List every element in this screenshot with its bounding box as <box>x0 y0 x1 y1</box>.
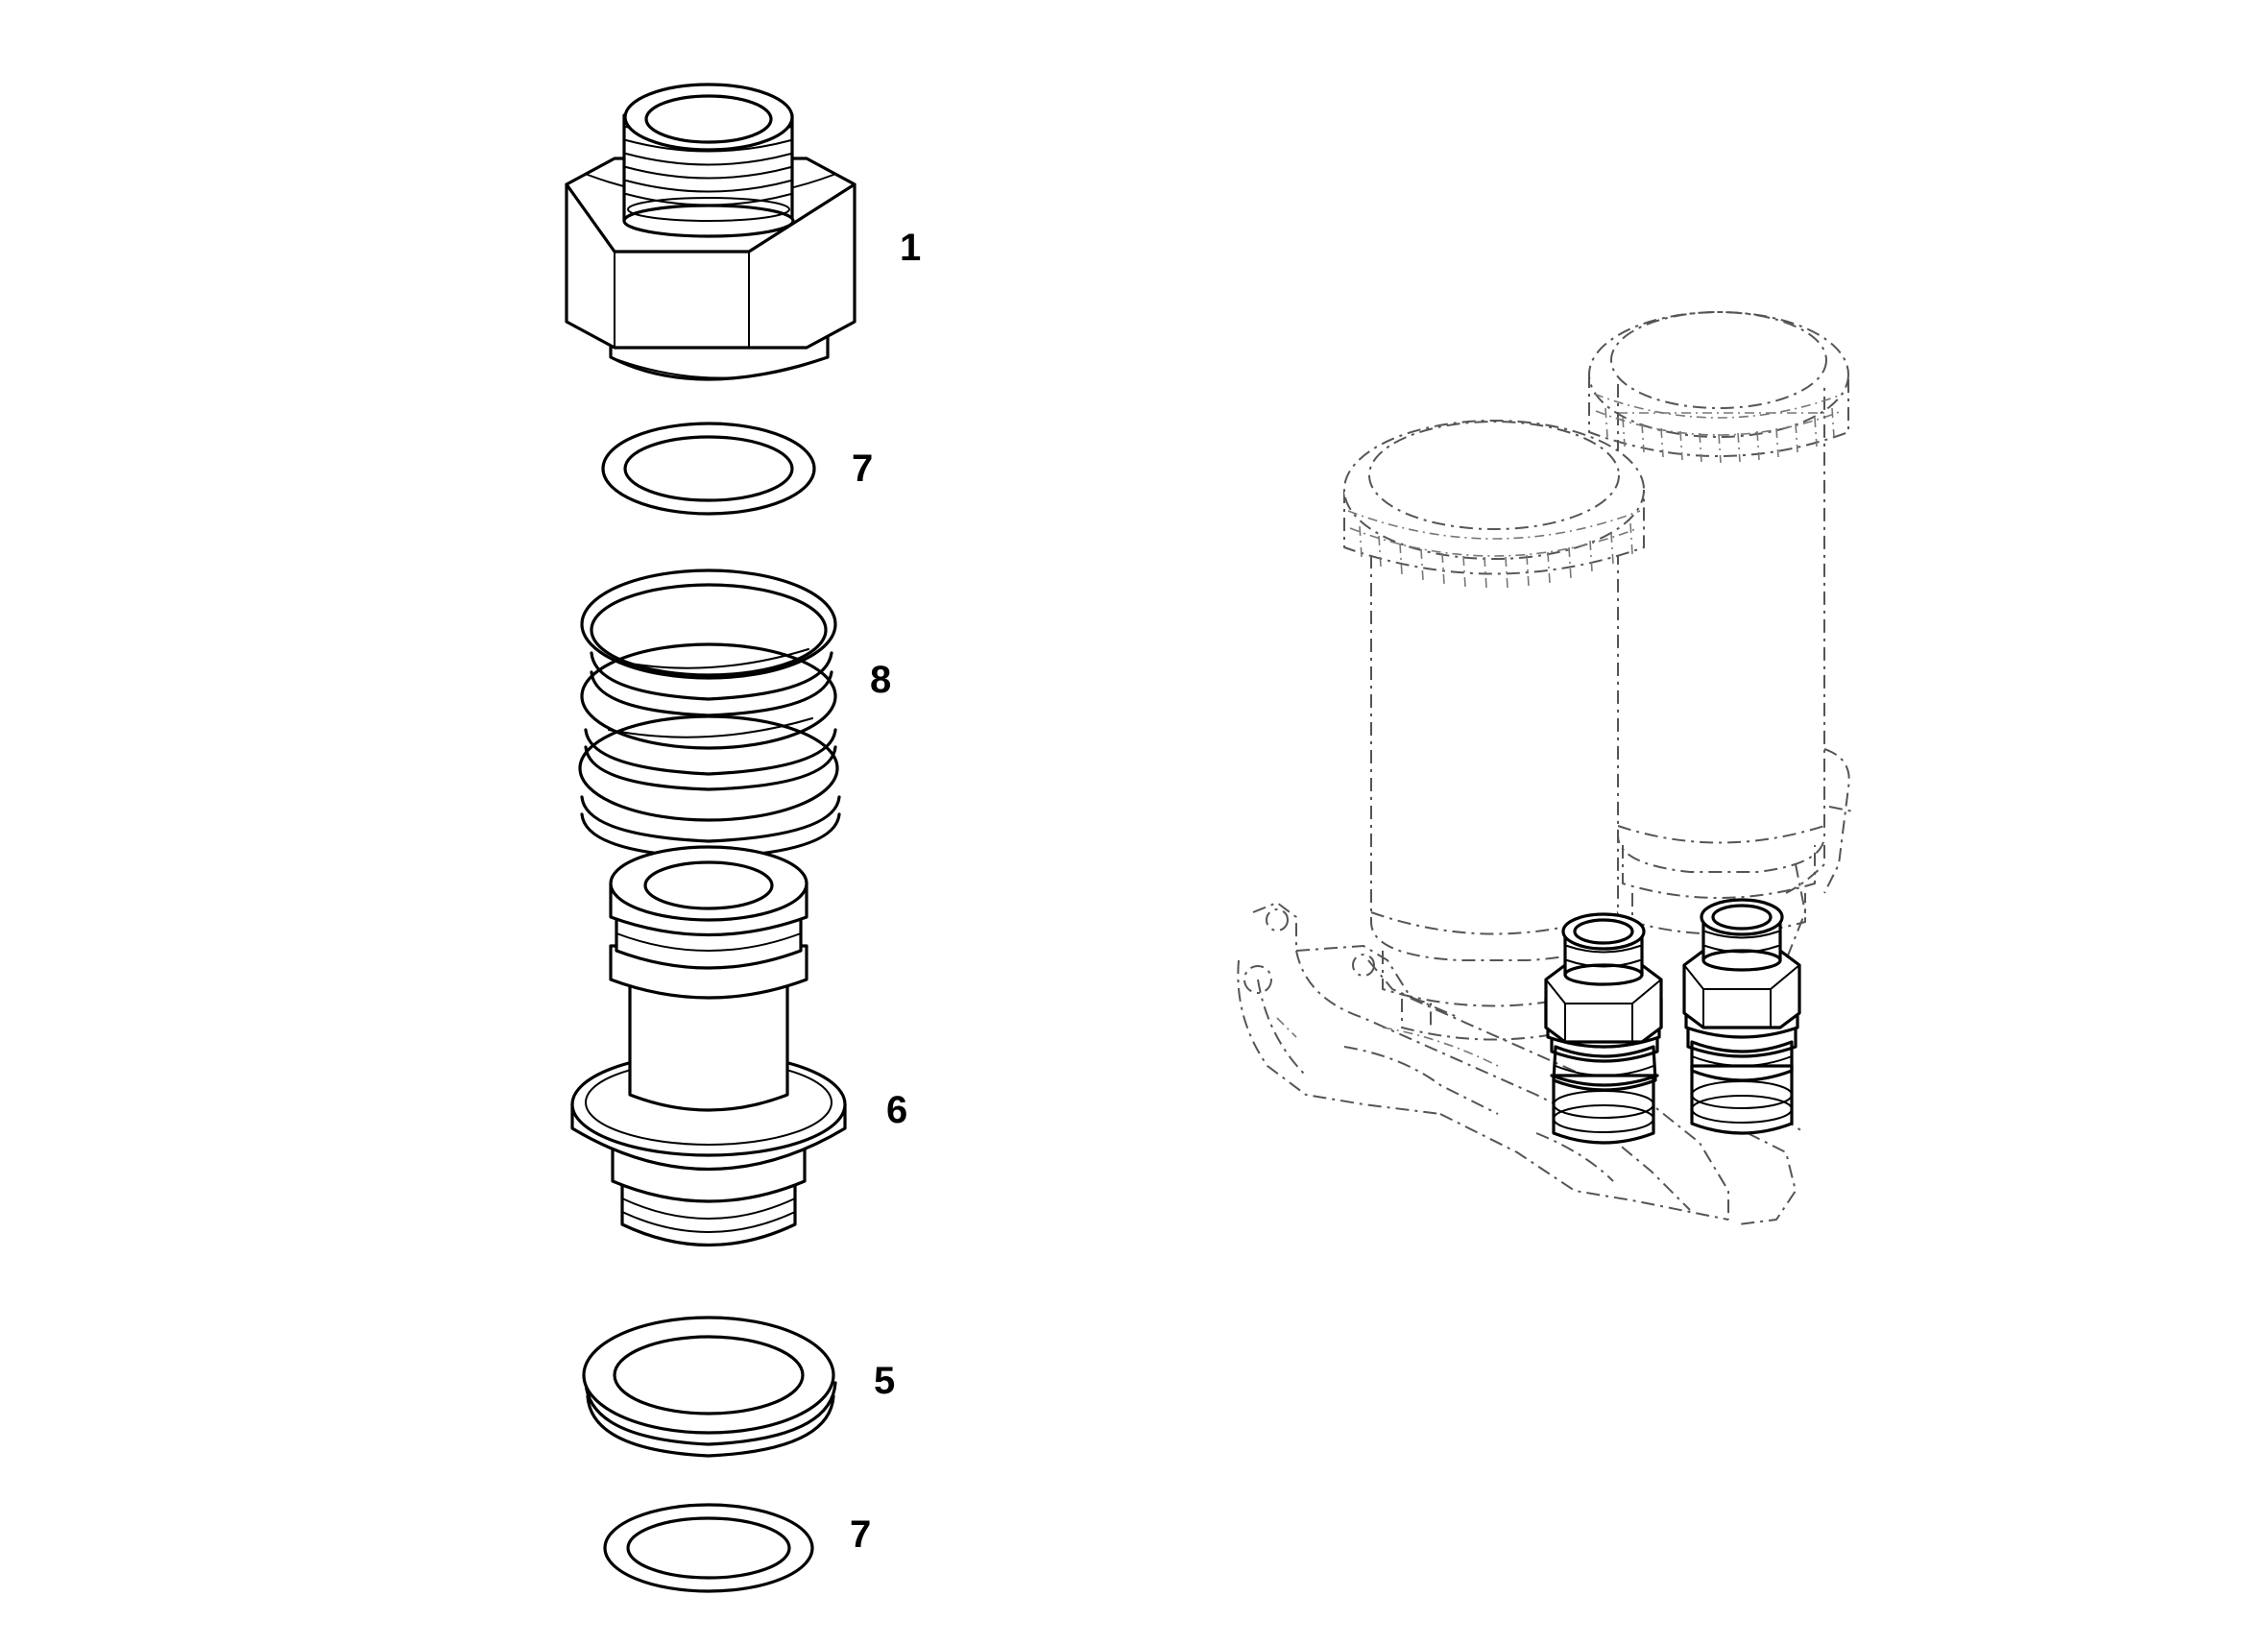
part-1-hex-fitting <box>565 83 857 381</box>
callout-part-1: 1 <box>900 227 922 269</box>
part-8-coil-spring <box>578 568 841 859</box>
callout-part-6: 6 <box>886 1089 908 1131</box>
filter-assembly-view <box>1237 311 1854 1225</box>
canister-front-knurl <box>1359 522 1633 589</box>
part-6-spacer-sleeve <box>570 845 847 1247</box>
part-7-o-ring-upper <box>601 422 816 516</box>
callout-part-8: 8 <box>870 659 892 701</box>
assembly-fitting-left <box>1544 912 1663 1145</box>
callout-part-5: 5 <box>874 1360 896 1402</box>
canister-back-knurl <box>1604 407 1835 464</box>
callout-part-7-lower: 7 <box>850 1513 872 1556</box>
callout-part-7-upper: 7 <box>852 448 874 490</box>
assembly-fitting-right <box>1682 898 1801 1135</box>
part-5-seal-ring <box>582 1316 837 1458</box>
part-7-o-ring-lower <box>603 1503 814 1593</box>
